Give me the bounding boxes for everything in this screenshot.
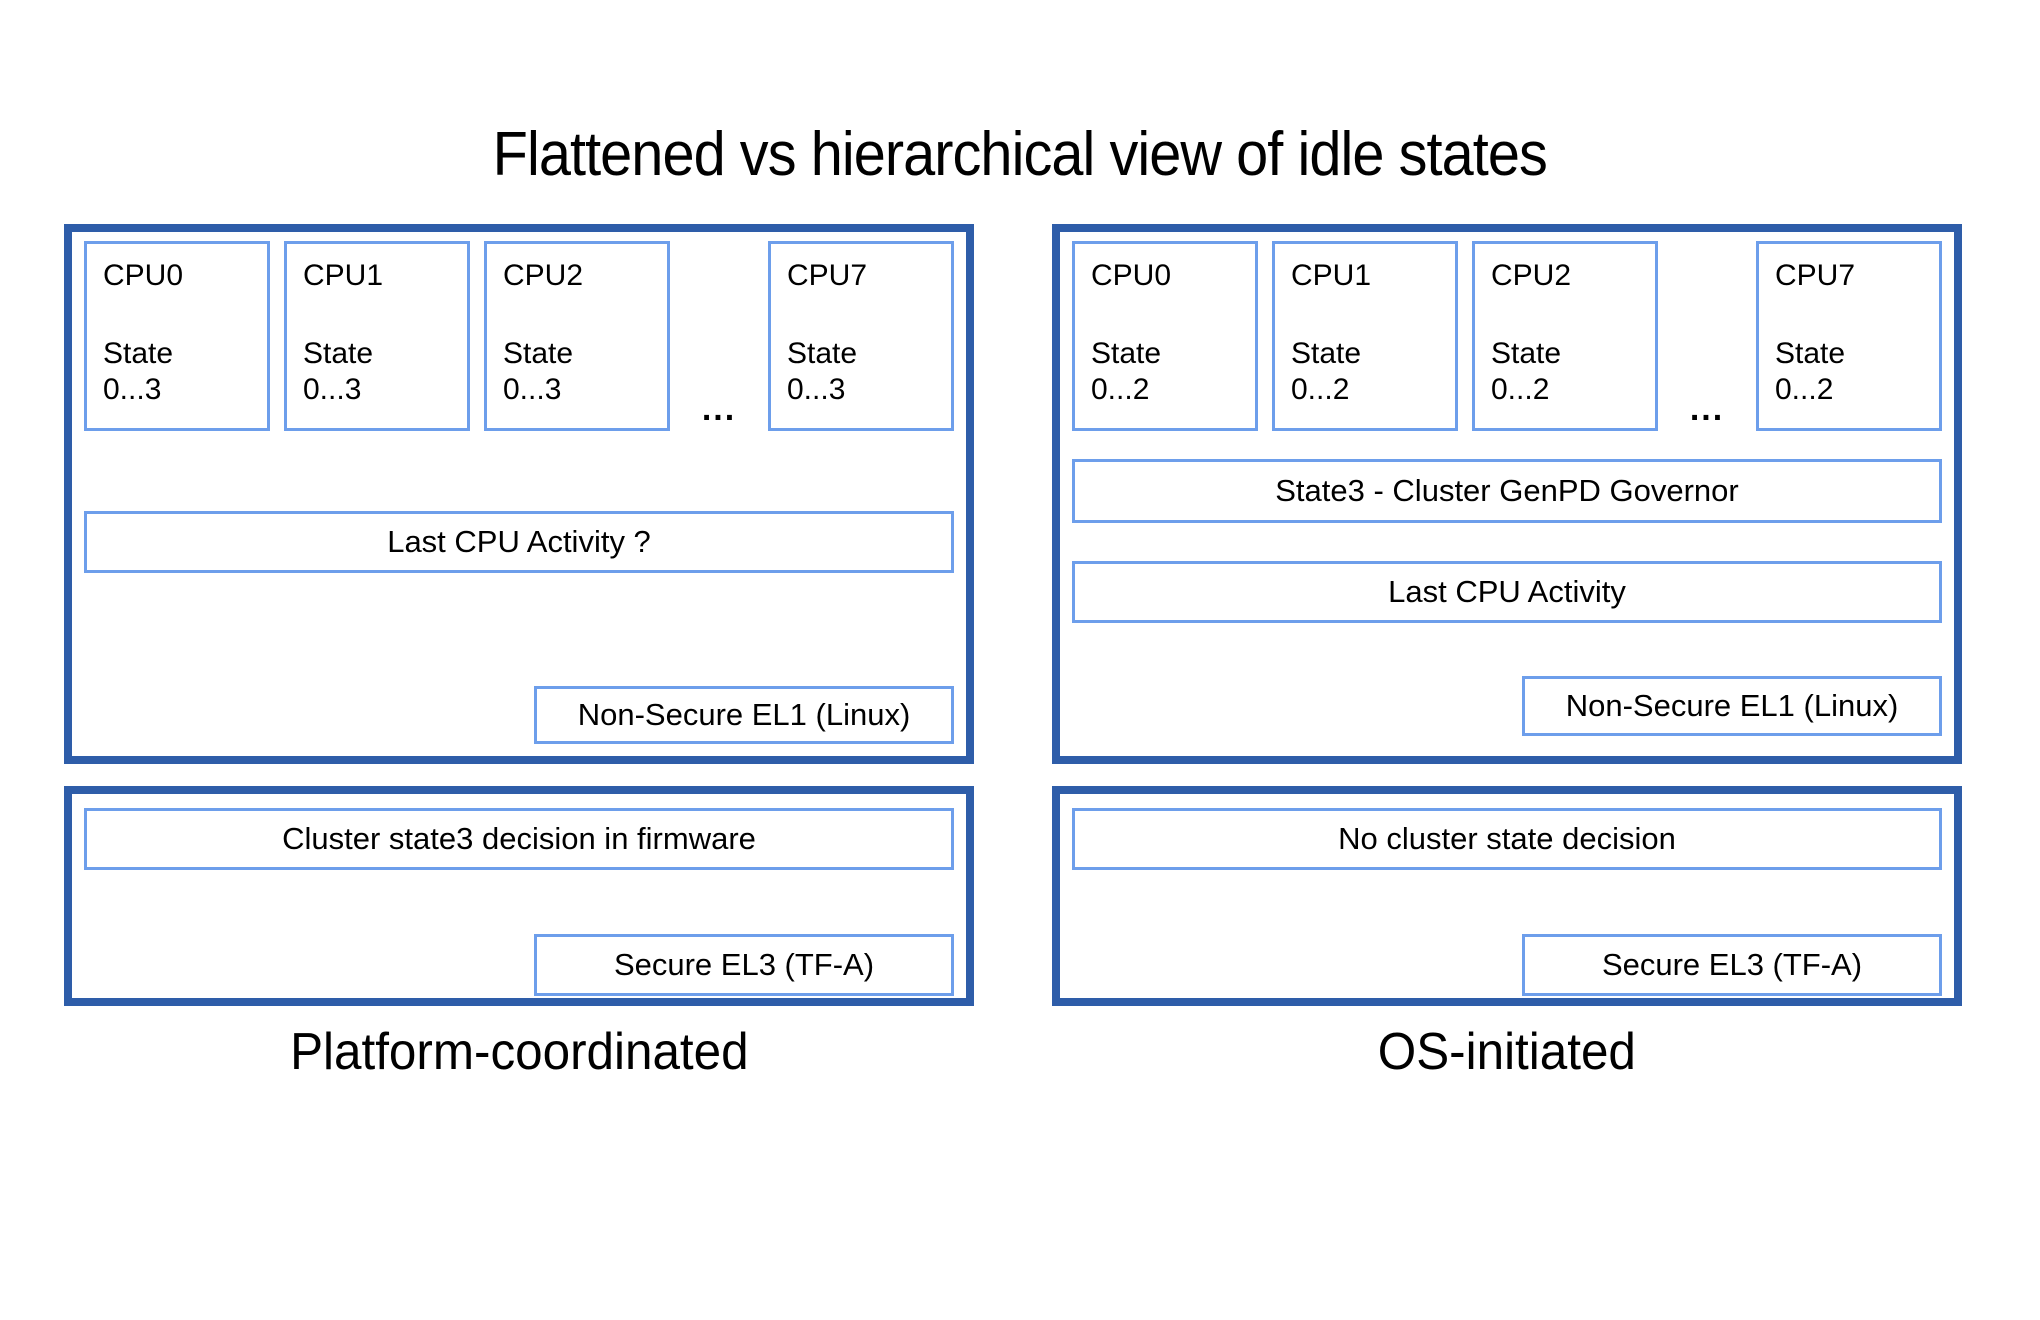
ellipsis-more-cpus: ...	[701, 390, 737, 428]
caption-text: OS-initiated	[1377, 1023, 1637, 1081]
page-title: Flattened vs hierarchical view of idle s…	[492, 120, 1548, 189]
panel-platform-coordinated-el3: Cluster state3 decision in firmware Secu…	[64, 786, 974, 1006]
cpu-label: CPU7	[787, 259, 868, 292]
cpu-label: CPU1	[1291, 259, 1372, 292]
cpu-state-range: State 0...2	[1291, 337, 1362, 406]
cpu-box-right-0: CPU0 State 0...2	[1072, 241, 1258, 431]
caption-platform-coordinated: Platform-coordinated	[64, 1022, 974, 1082]
cpu-label: CPU7	[1775, 259, 1856, 292]
page-title-wrap: Flattened vs hierarchical view of idle s…	[0, 122, 2040, 187]
secure-el3-box: Secure EL3 (TF-A)	[534, 934, 954, 996]
cpu-label: CPU2	[503, 259, 584, 292]
panel-os-initiated-el1: CPU0 State 0...2 CPU1 State 0...2 CPU2 S…	[1052, 224, 1962, 764]
ellipsis-more-cpus: ...	[1689, 390, 1725, 428]
cpu-label: CPU1	[303, 259, 384, 292]
secure-el3-box: Secure EL3 (TF-A)	[1522, 934, 1942, 996]
panel-platform-coordinated-el1: CPU0 State 0...3 CPU1 State 0...3 CPU2 S…	[64, 224, 974, 764]
cpu-box-left-2: CPU2 State 0...3	[484, 241, 670, 431]
cpu-state-range: State 0...3	[503, 337, 574, 406]
cpu-box-right-7: CPU7 State 0...2	[1756, 241, 1942, 431]
non-secure-el1-box: Non-Secure EL1 (Linux)	[1522, 676, 1942, 736]
cpu-state-range: State 0...3	[787, 337, 858, 406]
cpu-box-left-0: CPU0 State 0...3	[84, 241, 270, 431]
cpu-label: CPU0	[103, 259, 184, 292]
cpu-box-left-1: CPU1 State 0...3	[284, 241, 470, 431]
cluster-decision-box: No cluster state decision	[1072, 808, 1942, 870]
cpu-box-left-7: CPU7 State 0...3	[768, 241, 954, 431]
cpu-state-range: State 0...2	[1491, 337, 1562, 406]
cpu-state-range: State 0...2	[1775, 337, 1846, 406]
cpu-row-right: CPU0 State 0...2 CPU1 State 0...2 CPU2 S…	[1072, 241, 1942, 431]
cpu-state-range: State 0...2	[1091, 337, 1162, 406]
cpu-box-right-1: CPU1 State 0...2	[1272, 241, 1458, 431]
cluster-genpd-governor-box: State3 - Cluster GenPD Governor	[1072, 459, 1942, 523]
cluster-decision-box: Cluster state3 decision in firmware	[84, 808, 954, 870]
cpu-label: CPU0	[1091, 259, 1172, 292]
cpu-box-right-2: CPU2 State 0...2	[1472, 241, 1658, 431]
panel-os-initiated-el3: No cluster state decision Secure EL3 (TF…	[1052, 786, 1962, 1006]
caption-text: Platform-coordinated	[289, 1023, 749, 1081]
last-cpu-activity-box: Last CPU Activity ?	[84, 511, 954, 573]
cpu-row-left: CPU0 State 0...3 CPU1 State 0...3 CPU2 S…	[84, 241, 954, 431]
cpu-state-range: State 0...3	[103, 337, 174, 406]
cpu-label: CPU2	[1491, 259, 1572, 292]
cpu-state-range: State 0...3	[303, 337, 374, 406]
non-secure-el1-box: Non-Secure EL1 (Linux)	[534, 686, 954, 744]
caption-os-initiated: OS-initiated	[1052, 1022, 1962, 1082]
last-cpu-activity-box: Last CPU Activity	[1072, 561, 1942, 623]
